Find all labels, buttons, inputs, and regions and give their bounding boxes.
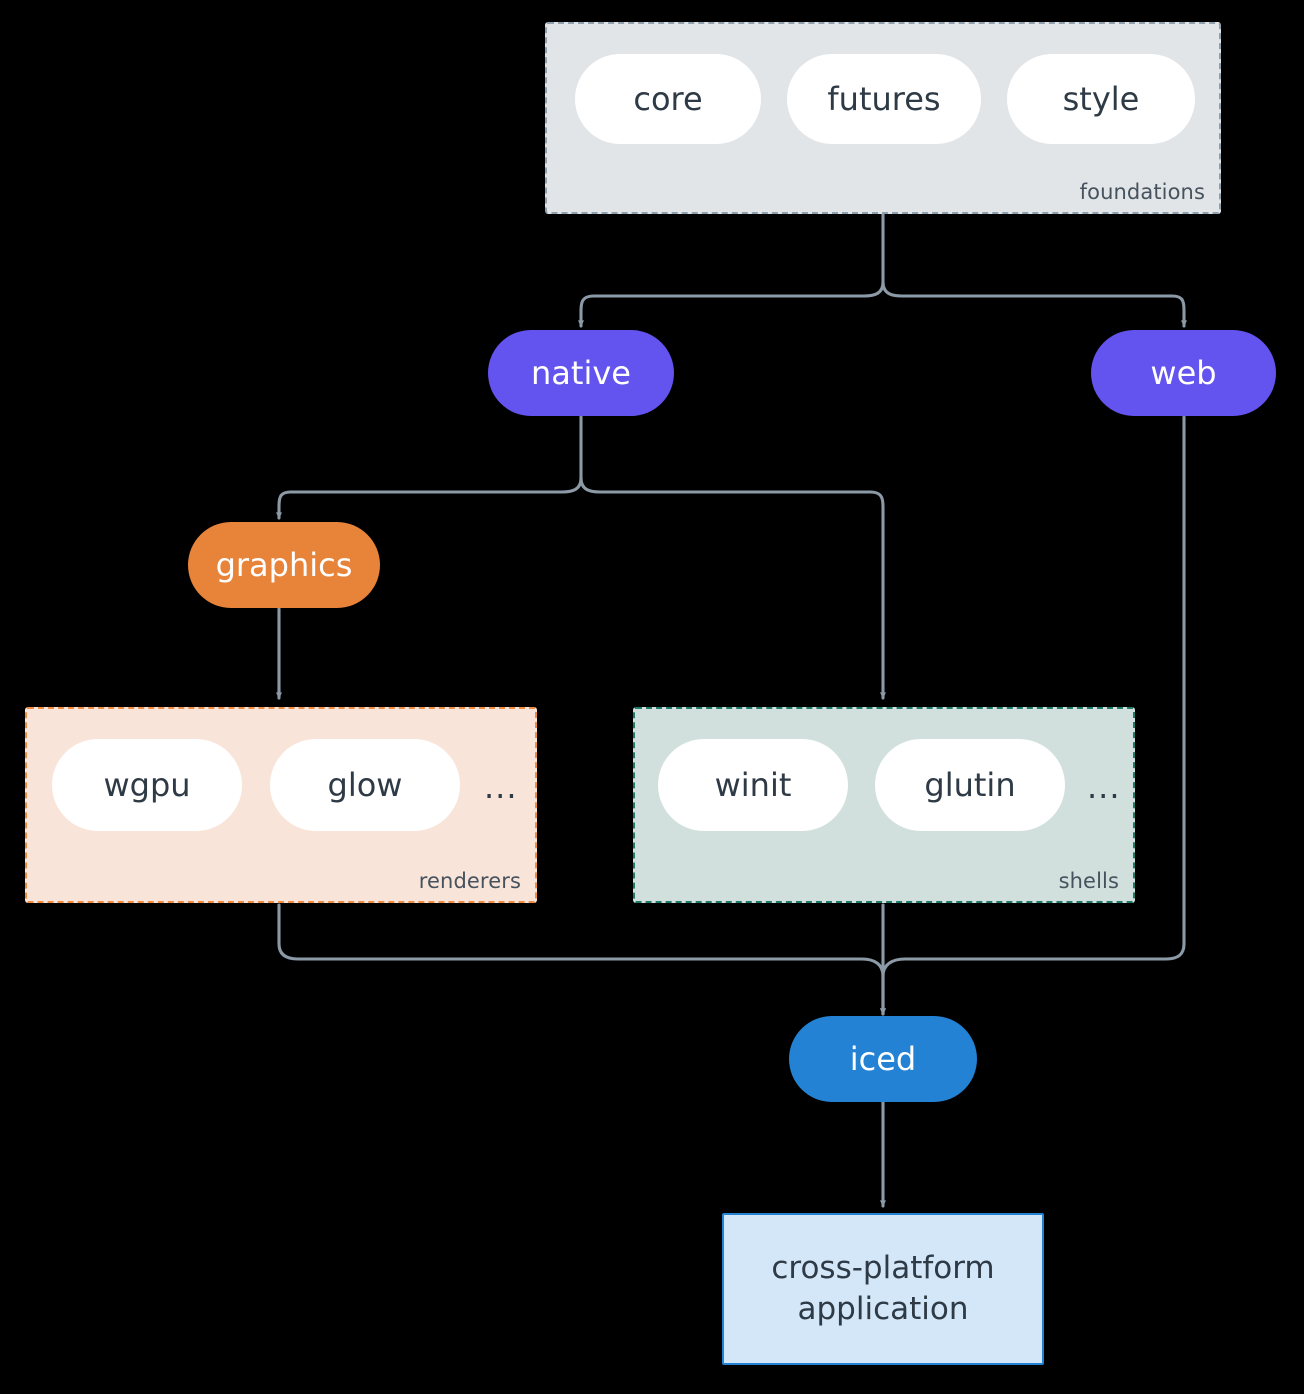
pill-core[interactable]: core: [575, 54, 761, 144]
group-shells-label: shells: [1058, 869, 1119, 893]
pill-glutin-label: glutin: [924, 766, 1016, 804]
node-cross-platform-application[interactable]: cross-platform application: [722, 1213, 1044, 1365]
group-renderers: wgpu glow ... renderers: [25, 707, 537, 903]
pill-glow[interactable]: glow: [270, 739, 460, 831]
edge-renderers-iced: [277, 903, 887, 1016]
node-graphics-label: graphics: [215, 546, 353, 584]
group-shells: winit glutin ... shells: [633, 707, 1135, 903]
edge-foundations-native: [578, 280, 885, 328]
renderers-more-ellipsis: ...: [484, 768, 518, 806]
group-foundations-label: foundations: [1079, 180, 1205, 204]
pill-style-label: style: [1062, 80, 1140, 118]
edge-native-shells: [579, 476, 887, 700]
node-native[interactable]: native: [488, 330, 674, 416]
group-renderers-label: renderers: [418, 869, 521, 893]
edge-foundations-web: [881, 280, 1188, 328]
pill-glow-label: glow: [327, 766, 403, 804]
pill-glutin[interactable]: glutin: [875, 739, 1065, 831]
pill-winit-label: winit: [714, 766, 792, 804]
node-graphics[interactable]: graphics: [188, 522, 380, 608]
node-web-label: web: [1150, 354, 1217, 392]
pill-wgpu[interactable]: wgpu: [52, 739, 242, 831]
application-label-line2: application: [797, 1291, 969, 1327]
shells-more-ellipsis: ...: [1087, 768, 1121, 806]
pill-winit[interactable]: winit: [658, 739, 848, 831]
pill-futures[interactable]: futures: [787, 54, 981, 144]
pill-core-label: core: [633, 80, 703, 118]
edge-native-graphics: [276, 476, 583, 520]
pill-futures-label: futures: [827, 80, 941, 118]
pill-style[interactable]: style: [1007, 54, 1195, 144]
pill-wgpu-label: wgpu: [103, 766, 191, 804]
node-web[interactable]: web: [1091, 330, 1276, 416]
application-label-line1: cross-platform: [771, 1250, 995, 1287]
group-foundations: core futures style foundations: [545, 22, 1221, 214]
node-native-label: native: [531, 354, 631, 392]
node-iced[interactable]: iced: [789, 1016, 977, 1102]
node-iced-label: iced: [849, 1040, 917, 1078]
